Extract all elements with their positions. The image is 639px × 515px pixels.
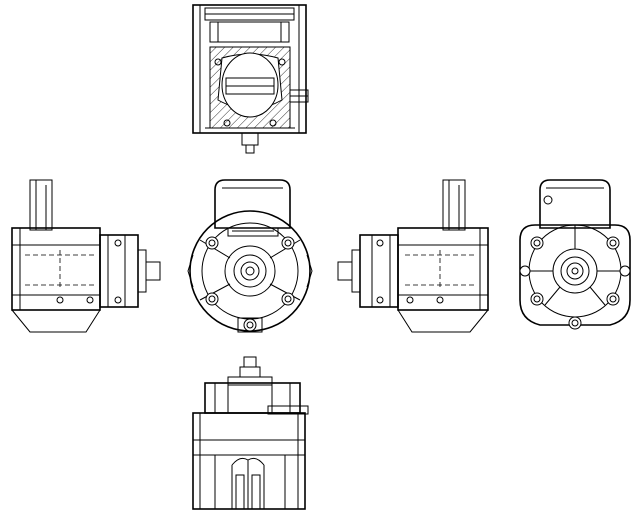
bottom-view	[192, 356, 309, 510]
left-side-view	[11, 179, 161, 333]
right-side-view	[337, 179, 489, 333]
rear-view	[519, 179, 631, 330]
top-section-view	[192, 4, 309, 154]
front-view	[187, 179, 313, 333]
